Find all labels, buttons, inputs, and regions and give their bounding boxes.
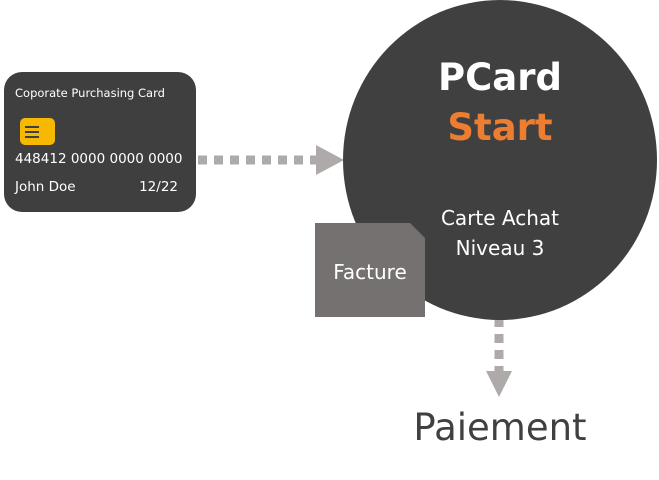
- arrow-card-to-center: [198, 145, 344, 175]
- paiement-label: Paiement: [413, 406, 587, 449]
- subtitle-carte-achat: Carte Achat: [440, 206, 560, 230]
- card-number: 448412 0000 0000 0000: [15, 151, 183, 167]
- purchasing-card: Coporate Purchasing Card 448412 0000 000…: [4, 72, 196, 212]
- arrow-center-to-payment: [486, 318, 512, 397]
- card-expiry: 12/22: [139, 179, 178, 195]
- subtitle-niveau: Niveau 3: [455, 236, 545, 260]
- card-title: Coporate Purchasing Card: [15, 86, 165, 100]
- title-start: Start: [447, 106, 553, 149]
- title-pcard: PCard: [438, 56, 562, 99]
- card-holder: John Doe: [15, 179, 76, 195]
- facture-label: Facture: [333, 260, 407, 284]
- card-chip-icon: [20, 118, 55, 145]
